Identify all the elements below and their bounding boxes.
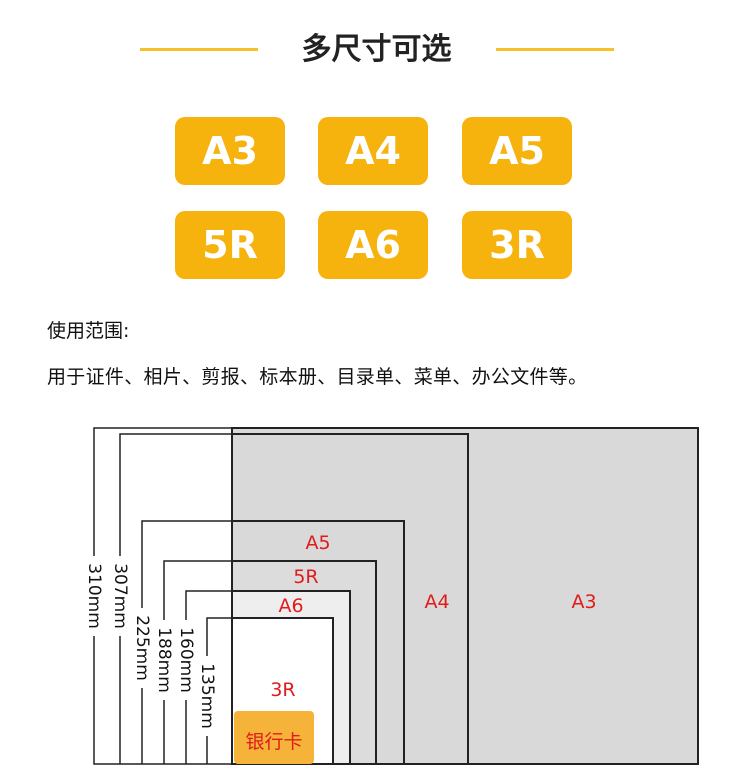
- dimension-label-307mm: 307mm: [110, 563, 130, 629]
- size-option-a5[interactable]: A5: [462, 117, 572, 185]
- bank-card-icon: [234, 711, 314, 764]
- paper-label-5r: 5R: [293, 566, 318, 588]
- dimension-label-188mm: 188mm: [154, 627, 174, 693]
- size-option-5r[interactable]: 5R: [175, 211, 285, 279]
- paper-label-3r: 3R: [270, 679, 295, 701]
- dimension-label-310mm: 310mm: [84, 563, 104, 629]
- page-title: 多尺寸可选: [301, 32, 452, 67]
- header-divider-left: [140, 48, 258, 51]
- paper-label-a4: A4: [424, 591, 449, 613]
- size-comparison-diagram: 银行卡 A3 A4 A5 5R A6 3R 310mm 307mm 225mm …: [84, 427, 699, 765]
- usage-text: 用于证件、相片、剪报、标本册、目录单、菜单、办公文件等。: [47, 366, 588, 388]
- paper-label-a6: A6: [278, 595, 303, 617]
- paper-label-a3: A3: [571, 591, 596, 613]
- bank-card-label: 银行卡: [245, 731, 302, 753]
- size-option-a3[interactable]: A3: [175, 117, 285, 185]
- size-option-3r[interactable]: 3R: [462, 211, 572, 279]
- dimension-label-135mm: 135mm: [197, 663, 217, 729]
- section-header: 多尺寸可选: [0, 28, 753, 72]
- size-option-a6[interactable]: A6: [318, 211, 428, 279]
- dimension-label-225mm: 225mm: [132, 615, 152, 681]
- header-divider-right: [496, 48, 614, 51]
- dimension-label-160mm: 160mm: [176, 627, 196, 693]
- dimension-labels: 310mm 307mm 225mm 188mm 160mm 135mm: [84, 556, 217, 736]
- size-option-a4[interactable]: A4: [318, 117, 428, 185]
- usage-title: 使用范围:: [47, 320, 130, 342]
- paper-label-a5: A5: [305, 532, 330, 554]
- size-options: A3 A4 A5 5R A6 3R: [175, 117, 572, 279]
